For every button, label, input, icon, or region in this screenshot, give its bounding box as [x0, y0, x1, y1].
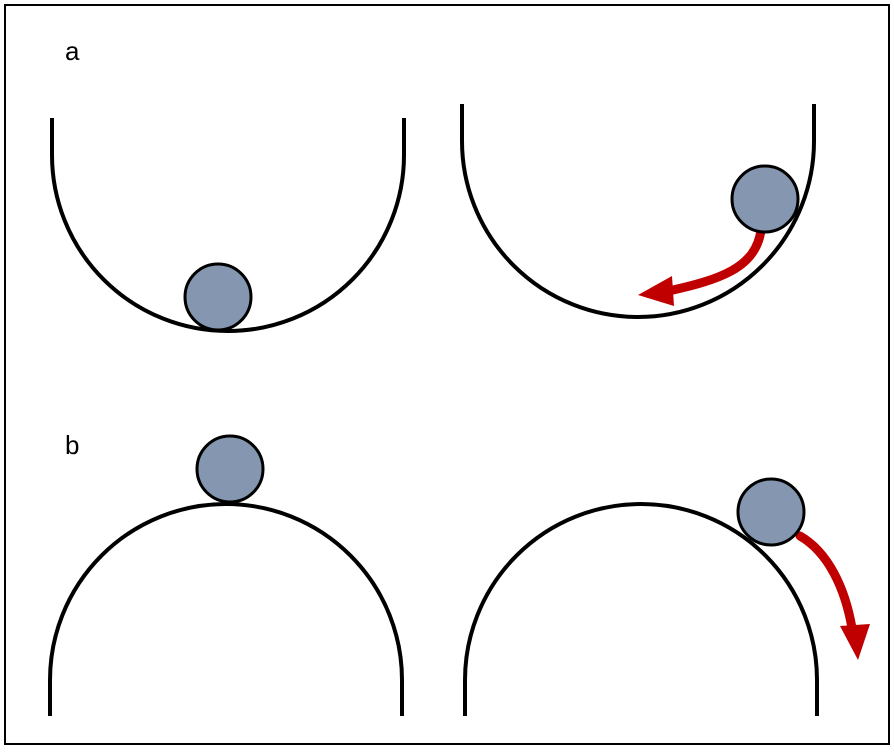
panel-label-b: b	[65, 430, 80, 460]
restoring-arrow-head	[638, 276, 674, 306]
bowl-surface-left	[50, 118, 406, 333]
restoring-arrow-shaft	[659, 225, 766, 297]
hill-surface-right	[463, 502, 819, 716]
panel-label-a: a	[65, 36, 80, 66]
falling-arrow-shaft	[795, 531, 857, 633]
ball-displaced-bowl	[730, 164, 800, 234]
bowl-surface-right	[460, 104, 816, 319]
ball-displaced-hill	[736, 477, 806, 547]
ball-on-hill-top	[195, 434, 265, 504]
ball-at-rest-bowl	[183, 262, 253, 332]
hill-surface-left	[48, 502, 404, 716]
falling-arrow-head	[840, 624, 870, 660]
figure-frame	[4, 4, 890, 745]
